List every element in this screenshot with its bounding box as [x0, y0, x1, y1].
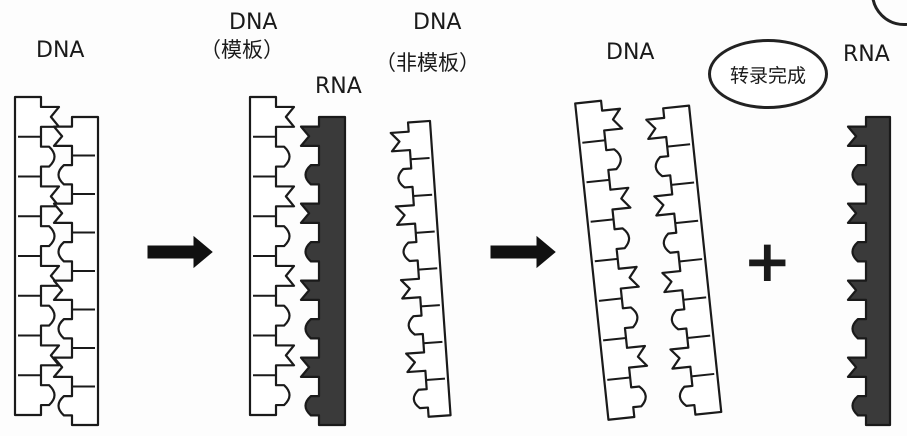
dna-4-left-strand-rung: [598, 297, 622, 302]
arrow-1: [147, 235, 213, 269]
arrow-1-shape: [147, 235, 213, 269]
label-rna-1: RNA: [315, 74, 362, 99]
dna-nontemplate-shape-rung: [413, 193, 433, 198]
dna-4-right-strand-rung: [687, 334, 711, 340]
dna-nontemplate-shape-rung: [418, 267, 438, 271]
transcription-complete-badge: 转录完成: [708, 39, 828, 109]
dna-double-helix-restored: [574, 99, 723, 421]
dna-nontemplate-shape-rung: [425, 377, 446, 381]
dna-4-left-strand-rung: [590, 218, 614, 223]
dna-strand-1-left: [13, 95, 61, 417]
dna-4-left-strand-rung: [582, 139, 606, 144]
dna-4-left-strand-rung: [607, 376, 631, 381]
dna-4-right-strand-rung: [675, 219, 699, 225]
label-nontemplate: （非模板）: [375, 51, 480, 75]
dna-4-right-strand-rung: [679, 258, 703, 263]
rna-2-shape: [846, 115, 892, 427]
label-dna-nontemplate: DNA: [413, 10, 462, 35]
plus-sign: +: [743, 227, 792, 295]
dna-nontemplate-shape-rung: [410, 156, 430, 161]
dna-nontemplate-strand: [389, 119, 452, 418]
rna-1-shape: [299, 115, 347, 427]
dna-4-left-strand-rung: [603, 336, 627, 342]
dna-4-right-strand-rung: [683, 296, 707, 301]
dna-nontemplate-shape-rung: [420, 304, 440, 308]
dna-nontemplate-shape-rung: [415, 230, 435, 234]
rna-strand-paired: [299, 115, 347, 427]
dna-4-right-strand-rung: [691, 372, 715, 378]
dna-4-right-strand-rung: [667, 143, 691, 148]
label-dna-1: DNA: [36, 38, 85, 63]
dna-4-left-strand-rung: [594, 257, 618, 263]
rna-strand-released: [846, 115, 892, 427]
transcription-complete-label: 转录完成: [729, 64, 806, 87]
label-dna-4: DNA: [606, 40, 655, 65]
label-dna-template: DNA: [229, 10, 278, 35]
arrow-2: [490, 235, 556, 269]
dna-template-strand: [248, 95, 296, 417]
arrow-2-shape: [490, 235, 556, 269]
dna-4-left-strand-rung: [586, 178, 610, 184]
dna-4-right-strand-rung: [671, 181, 695, 186]
label-template: （模板）: [200, 38, 284, 62]
label-rna-2: RNA: [843, 42, 890, 67]
dna-nontemplate-shape-rung: [423, 340, 443, 345]
dna-strand-1-right: [52, 115, 100, 427]
